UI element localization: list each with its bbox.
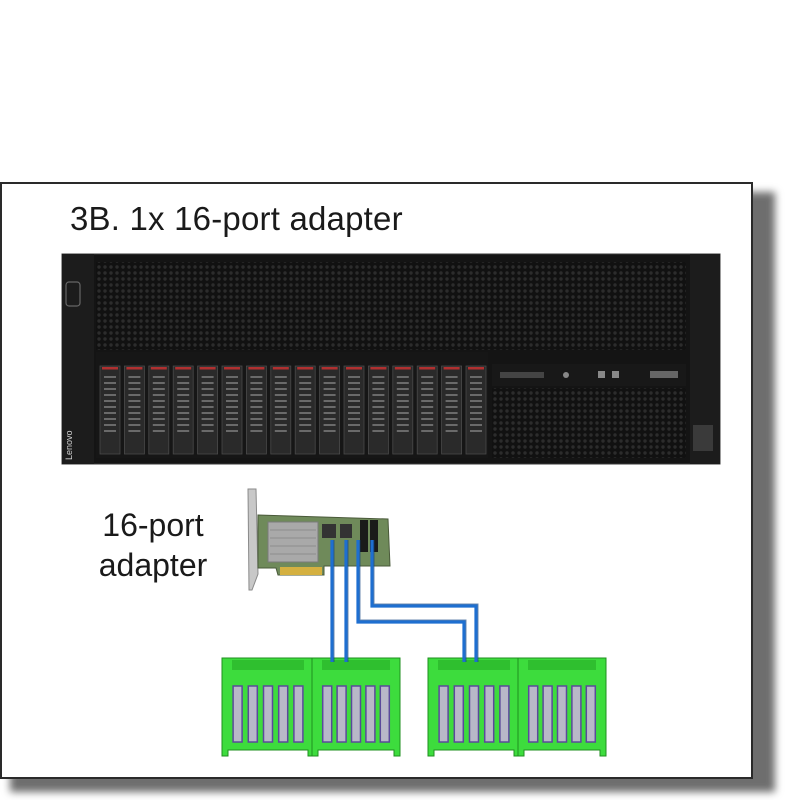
drive-backplane — [221, 657, 315, 757]
adapter-label: 16-port adapter — [88, 505, 218, 585]
adapter-label-line1: 16-port — [102, 507, 204, 543]
cable-4 — [370, 540, 478, 662]
drive-bays — [99, 365, 487, 455]
control-panel — [492, 364, 686, 386]
pcie-gold-fingers — [280, 567, 322, 575]
adapter-label-line2: adapter — [98, 547, 208, 583]
server-brand: Lenovo — [64, 430, 74, 460]
lower-vent-mesh — [492, 388, 686, 458]
label-tab-icon — [650, 371, 678, 378]
adapter-heatsink — [267, 521, 319, 563]
drive-bay — [148, 365, 170, 455]
drive-backplane — [311, 657, 401, 757]
usb-port-icon — [500, 372, 544, 378]
adapter-connector-2 — [370, 520, 378, 552]
adapter-chip — [322, 524, 336, 538]
drive-bay — [270, 365, 292, 455]
drive-bay — [221, 365, 243, 455]
cable-3 — [356, 540, 466, 662]
drive-bay — [367, 365, 389, 455]
drive-bay — [245, 365, 267, 455]
drive-bay — [392, 365, 414, 455]
left-rack-ear — [62, 254, 94, 464]
pull-tab — [693, 425, 713, 451]
drive-bay — [99, 365, 121, 455]
drive-bay — [343, 365, 365, 455]
top-vent-mesh — [96, 262, 686, 350]
vga-port-icon — [65, 281, 81, 307]
drive-bay — [319, 365, 341, 455]
raid-adapter-card — [247, 488, 391, 591]
drive-backplane — [517, 657, 607, 757]
server-chassis: Lenovo — [61, 253, 721, 465]
pci-bracket — [247, 488, 259, 591]
drive-bay — [172, 365, 194, 455]
backplanes — [221, 657, 607, 757]
drive-backplane — [427, 657, 521, 757]
drive-bay — [465, 365, 487, 455]
id-button-icon — [598, 371, 605, 378]
adapter-connector-1 — [360, 520, 368, 552]
adapter-chip-2 — [340, 524, 352, 538]
sas-cables — [330, 540, 478, 662]
drive-bay — [441, 365, 463, 455]
reset-button-icon — [612, 371, 619, 378]
diagram-title: 3B. 1x 16-port adapter — [70, 200, 403, 237]
drive-bay — [416, 365, 438, 455]
power-button-icon — [563, 372, 569, 378]
drive-bay — [294, 365, 316, 455]
sas-cable-shadows — [333, 540, 479, 662]
drive-bay — [197, 365, 219, 455]
drive-bay — [124, 365, 145, 455]
